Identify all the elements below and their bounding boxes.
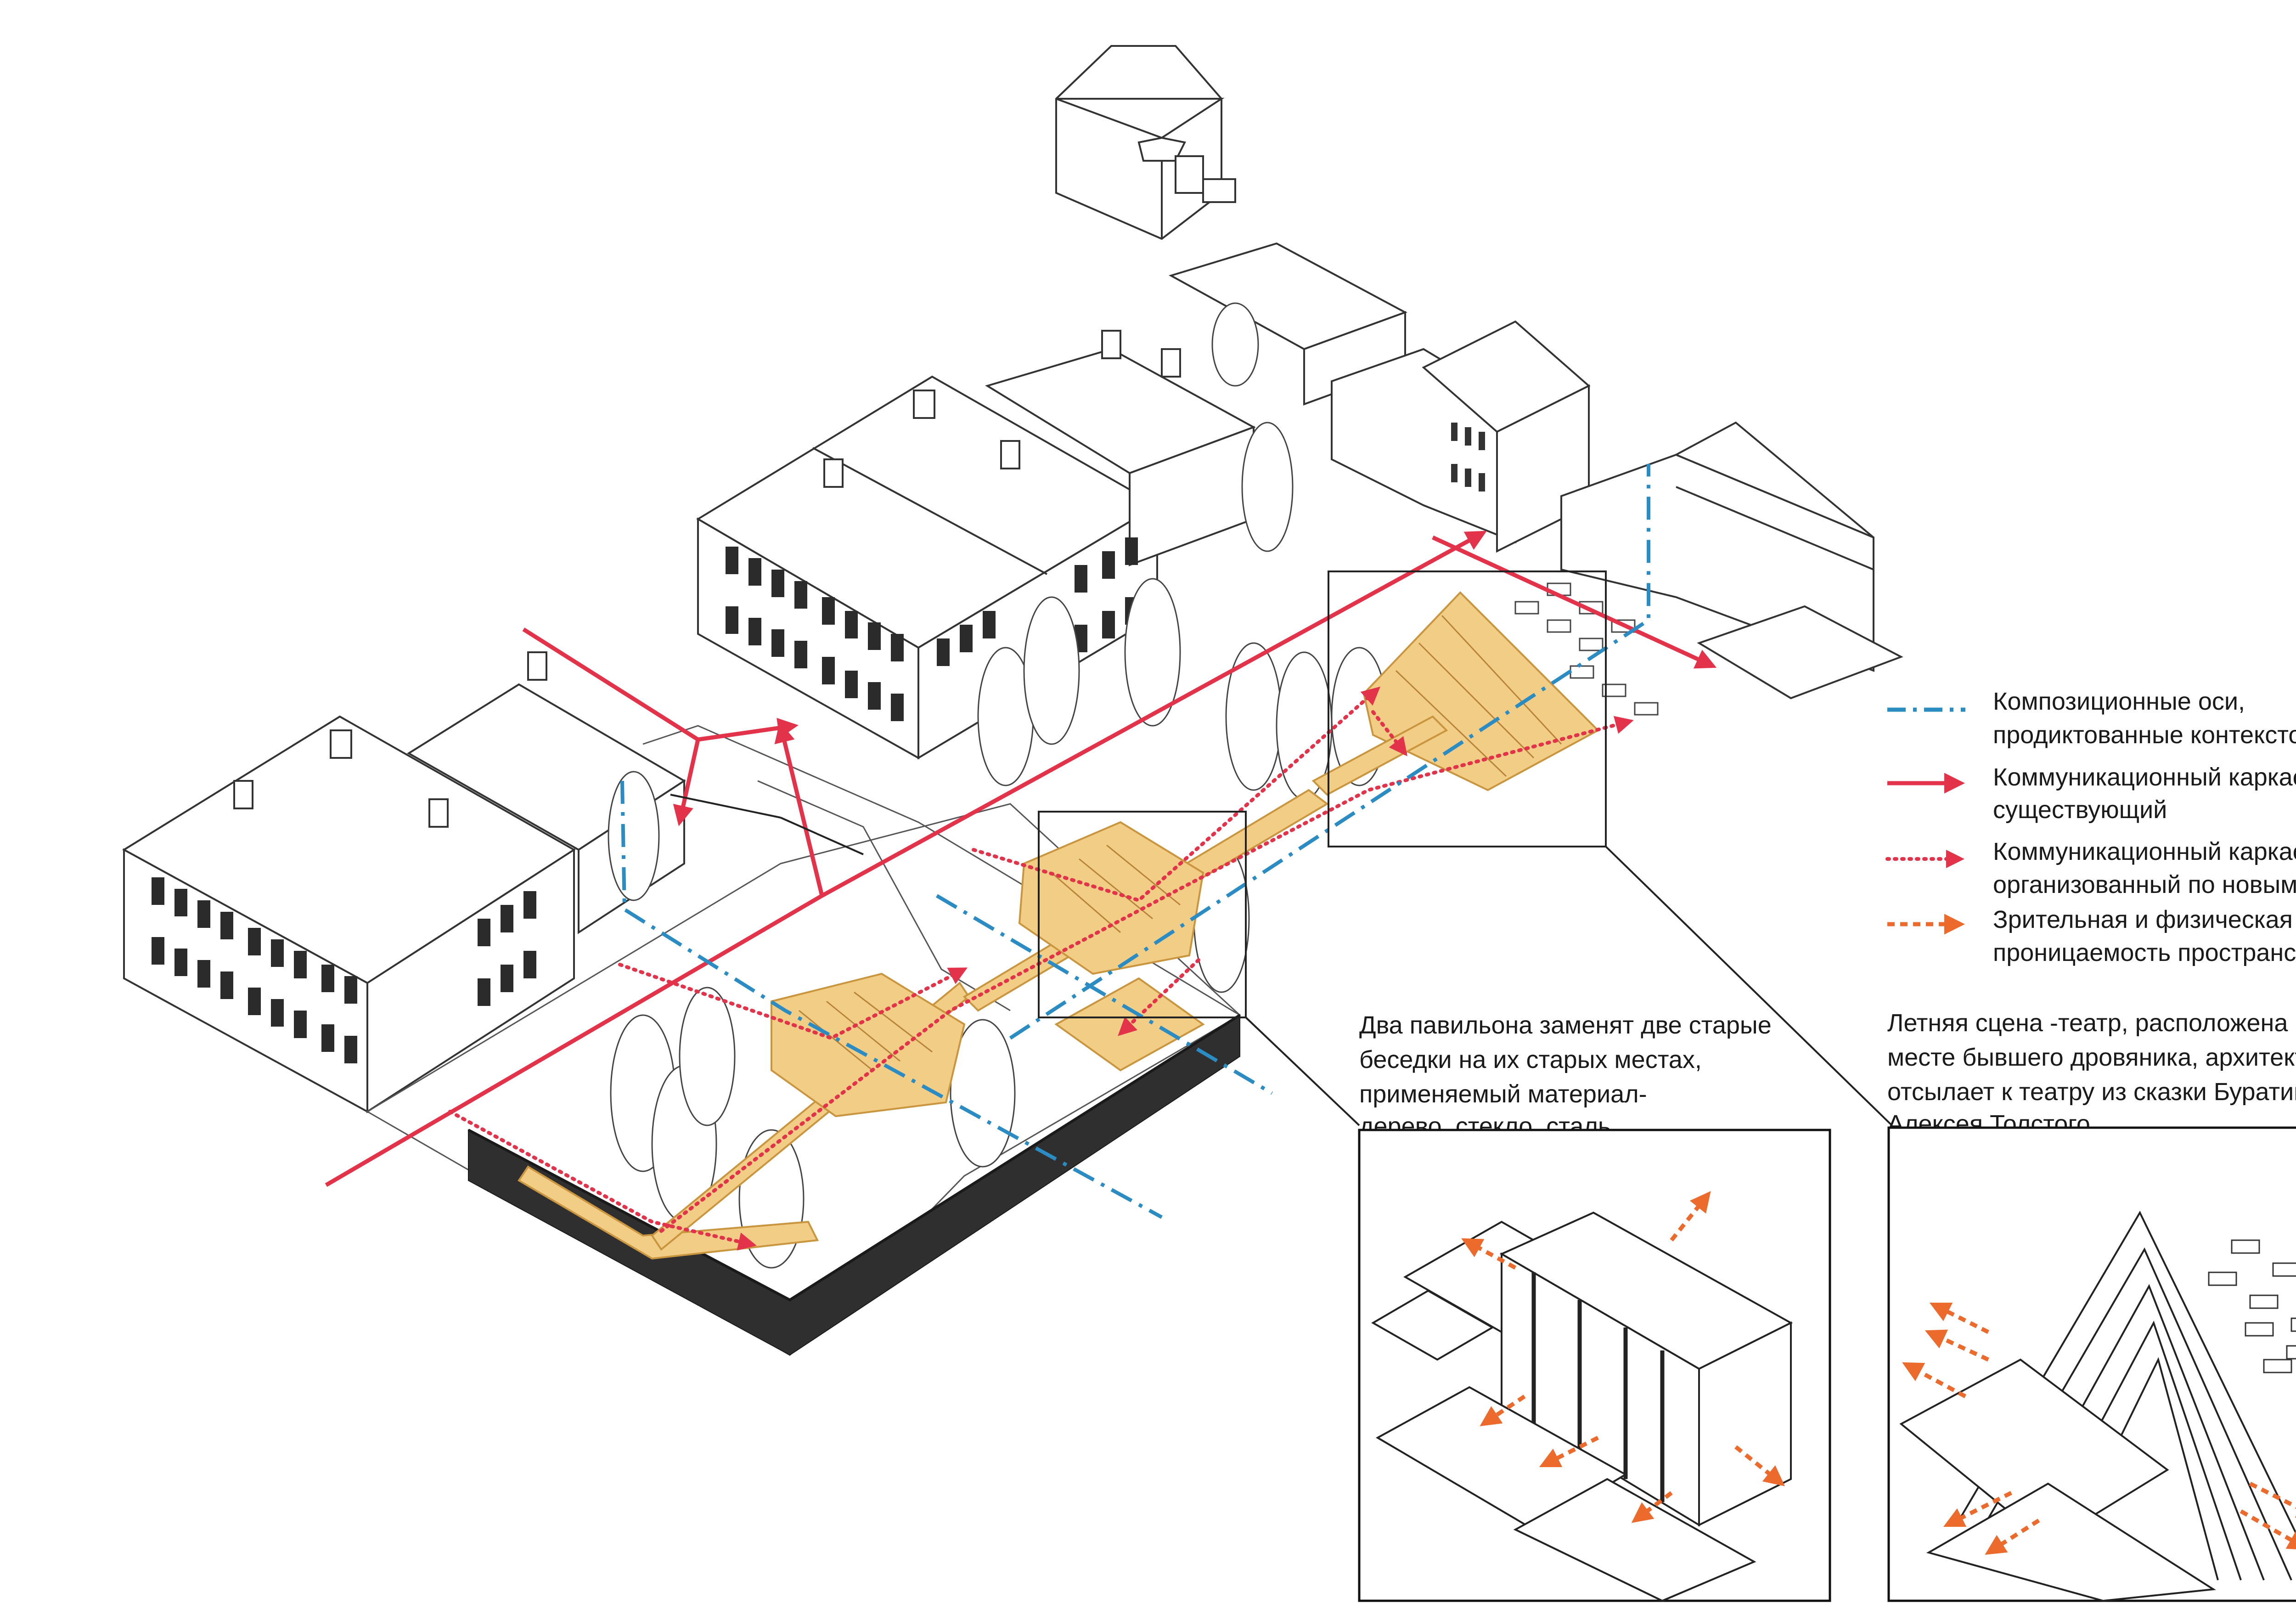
legend-item-composition-axes: Композиционные оси, продиктованные конте… [1887, 688, 2296, 749]
house-windows [152, 537, 1138, 1063]
pavilion-detail-inset [1358, 1129, 1831, 1602]
legend-item-new-frame: Коммуникационный каркас, организованный … [1885, 838, 2296, 898]
inset-theatre-drawing [1899, 1210, 2296, 1602]
theatre-callout-box [1328, 570, 1607, 847]
street-house-windows [1451, 423, 1485, 491]
house-upper-rear [985, 330, 1256, 566]
theatre-detail-inset [1887, 1126, 2296, 1602]
existing-frame-lines [325, 531, 1717, 1187]
legend-label-line-1: Коммуникационный каркас [1993, 763, 2296, 791]
legend-label-line-1: Коммуникационный каркас, [1993, 838, 2296, 865]
pavilion-2 [1018, 821, 1204, 975]
pavilion-callout-box [1038, 811, 1247, 1018]
pavilion-1 [771, 972, 966, 1118]
theatre-caption: Летняя сцена -театр, расположена на мест… [1887, 1009, 2296, 1138]
street-houses [1331, 320, 1903, 700]
inset-pavilion-drawing [1371, 1211, 1793, 1602]
caption-line: беседки на их старых местах, [1359, 1046, 1702, 1073]
legend-item-permeability: Зрительная и физическая проницаемость пр… [1887, 906, 2296, 966]
legend-label-line-1: Композиционные оси, [1993, 688, 2245, 715]
caption-line: Летняя сцена -театр, расположена на [1887, 1009, 2296, 1037]
composition-axes-lines [620, 464, 1650, 1219]
pavilion-caption: Два павильона заменят две старые беседки… [1359, 1011, 1772, 1140]
caption-line: месте бывшего дровяника, архитектура [1887, 1044, 2296, 1071]
callout-frames [670, 570, 1893, 1126]
background-buildings [1055, 45, 1903, 700]
legend-label-line-2: проницаемость пространства [1993, 939, 2296, 966]
inset-theatre-arrows [1902, 1302, 2296, 1555]
pavilion-ribs [799, 615, 1562, 1071]
tower-building [1055, 45, 1236, 240]
inset-permeability-arrows [1461, 1191, 1785, 1523]
legend-label-line-1: Зрительная и физическая [1993, 906, 2293, 933]
inset-theatre-benches [2208, 1239, 2296, 1373]
fence [467, 1014, 1241, 1356]
legend: Композиционные оси, продиктованные конте… [1885, 688, 2296, 966]
new-frame-lines [448, 686, 1634, 1251]
caption-line: Два павильона заменят две старые [1359, 1011, 1772, 1039]
caption-line: применяемый материал- [1359, 1080, 1647, 1108]
legend-item-existing-frame: Коммуникационный каркас существующий [1887, 763, 2296, 824]
main-houses [122, 330, 1256, 1113]
legend-label-line-2: продиктованные контекстом [1993, 721, 2296, 749]
caption-line: отсылает к театру из сказки Буратино, [1887, 1078, 2296, 1106]
legend-label-line-2: существующий [1993, 796, 2167, 824]
legend-label-line-2: организованный по новым путям [1993, 871, 2296, 898]
